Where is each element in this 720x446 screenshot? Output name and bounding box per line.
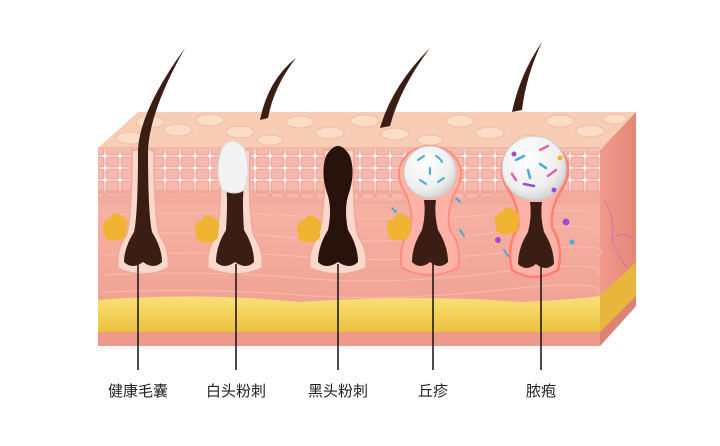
label-pustule: 脓疱 <box>525 382 556 400</box>
pustule-bacteria <box>510 144 558 188</box>
fat-layer <box>98 296 600 332</box>
blackhead-sebaceous-gland <box>296 215 322 243</box>
papule-sebaceous-gland <box>386 213 412 241</box>
papule-follicle <box>386 145 465 276</box>
whitehead-plug <box>217 140 249 194</box>
healthy-follicle-hair <box>124 48 185 266</box>
label-blackhead: 黑头粉刺 <box>307 382 368 400</box>
pustule-infected-bulb <box>501 135 567 201</box>
blackhead-plug <box>318 146 358 266</box>
label-papule: 丘疹 <box>417 382 448 400</box>
blackhead-follicle <box>296 48 430 275</box>
pustule-sebaceous-gland <box>494 207 520 235</box>
label-healthy-follicle: 健康毛囊 <box>107 382 168 400</box>
pustule-follicle <box>494 42 575 279</box>
leader-lines <box>137 264 542 370</box>
whitehead-follicle <box>194 58 296 275</box>
pustule-loose-bacteria <box>495 151 575 257</box>
papule-bacteria <box>391 155 465 237</box>
healthy-follicle <box>102 48 185 275</box>
whitehead-sebaceous-gland <box>194 215 220 243</box>
label-whitehead: 白头粉刺 <box>205 382 266 400</box>
healthy-sebaceous-gland <box>102 213 128 241</box>
